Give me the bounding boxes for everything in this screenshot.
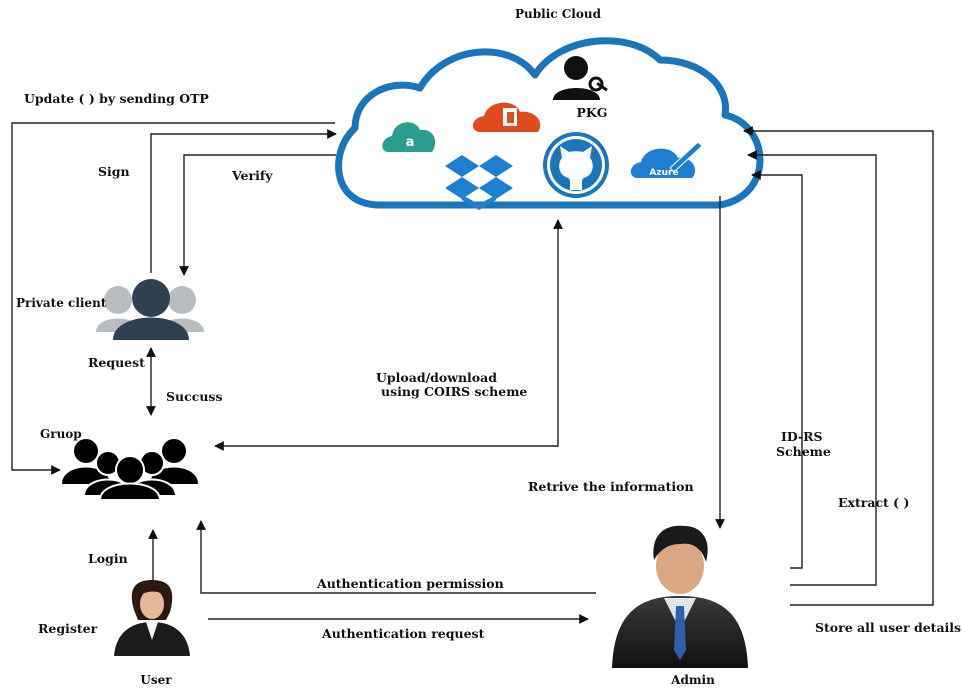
svg-text:a: a <box>406 135 415 150</box>
auth-permission-arrow <box>196 520 596 594</box>
admin-man-icon <box>612 525 748 668</box>
user-woman-icon <box>114 580 190 656</box>
idrs-label-line2: Scheme <box>776 444 831 459</box>
upload-label-line1: Upload/download <box>376 370 497 385</box>
group-label: Gruop <box>40 427 82 441</box>
extract-label: Extract ( ) <box>838 495 909 510</box>
amazon-cloud-icon: a <box>382 122 436 152</box>
sign-label: Sign <box>98 164 130 179</box>
request-label: Request <box>88 355 145 370</box>
upload-download-arrow <box>214 219 563 451</box>
user-label: User <box>140 673 172 687</box>
success-label: Succuss <box>166 389 223 404</box>
auth-permission-label: Authentication permission <box>316 576 504 591</box>
private-client-label: Private client <box>16 296 107 310</box>
private-client-icon <box>96 279 204 340</box>
verify-arrow <box>179 154 336 276</box>
pkg-key-user-icon <box>553 56 608 100</box>
idrs-arrow <box>751 170 803 569</box>
cloud-title: Public Cloud <box>515 7 602 21</box>
dropbox-icon <box>445 155 513 210</box>
azure-cloud-icon: Azure <box>630 141 703 178</box>
github-icon <box>543 132 609 198</box>
store-label: Store all user details <box>815 620 961 635</box>
office-cloud-icon <box>472 102 541 132</box>
retrieve-label: Retrive the information <box>528 479 694 494</box>
idrs-label-line1: ID-RS <box>781 429 823 444</box>
update-otp-arrow <box>11 122 335 475</box>
extract-arrow <box>747 150 877 586</box>
login-label: Login <box>88 551 128 566</box>
update-otp-label: Update ( ) by sending OTP <box>24 91 209 106</box>
verify-label: Verify <box>231 168 273 183</box>
auth-request-label: Authentication request <box>321 626 485 641</box>
azure-label: Azure <box>649 168 678 178</box>
register-label: Register <box>38 621 98 636</box>
upload-label-line2: using COIRS scheme <box>381 384 527 399</box>
group-icon <box>62 439 198 501</box>
sign-arrow <box>150 129 337 273</box>
public-cloud: Public Cloud a PKG <box>335 7 764 210</box>
store-arrow <box>743 126 934 606</box>
admin-label: Admin <box>670 673 715 687</box>
pkg-label: PKG <box>577 105 608 120</box>
